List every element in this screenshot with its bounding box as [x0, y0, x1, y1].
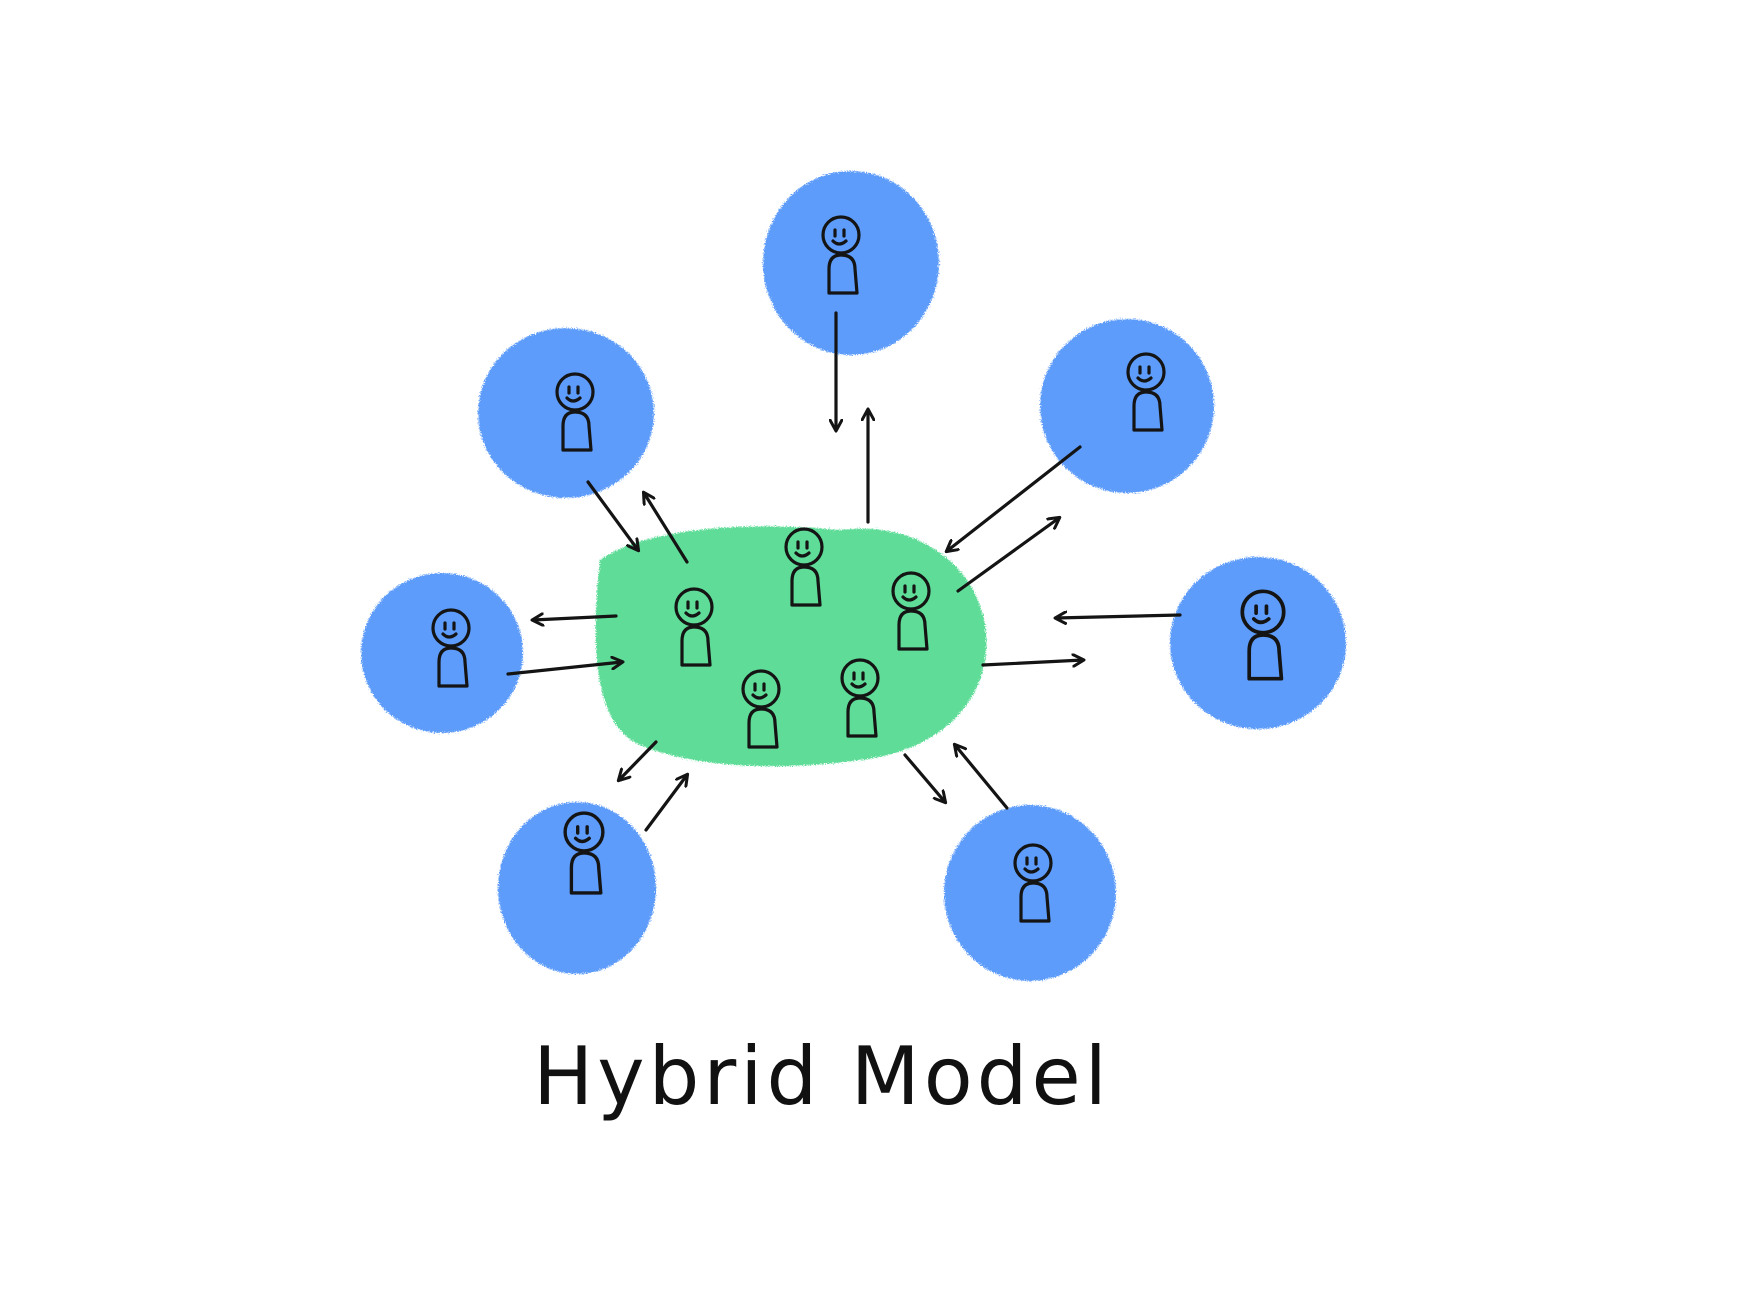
arrow — [533, 616, 618, 620]
arrow — [644, 775, 687, 832]
person-icon — [1240, 589, 1286, 681]
person-icon — [563, 811, 605, 895]
person-icon — [674, 587, 714, 667]
arrow — [586, 480, 638, 550]
remote-team-circle — [498, 802, 656, 974]
remote-team-circle — [1040, 319, 1214, 493]
person-icon — [1126, 352, 1166, 432]
remote-team-circle — [478, 328, 654, 498]
person-icon — [555, 372, 595, 452]
person-icon — [840, 658, 880, 738]
arrow — [506, 662, 622, 676]
person-icon — [891, 571, 931, 651]
remote-team-circle — [763, 171, 939, 355]
arrow — [644, 493, 689, 564]
arrow — [1056, 615, 1182, 618]
remote-team-circle — [1170, 557, 1346, 729]
arrow — [981, 660, 1083, 665]
arrow — [903, 753, 945, 802]
arrow — [619, 740, 658, 780]
person-icon — [431, 608, 471, 688]
person-icon — [1013, 843, 1053, 923]
arrow — [956, 518, 1059, 593]
arrow — [947, 445, 1082, 551]
diagram-title: Hybrid Model — [533, 1030, 1111, 1123]
office-hub — [595, 526, 987, 767]
person-icon — [784, 527, 824, 607]
person-icon — [741, 669, 781, 749]
arrow — [955, 745, 1009, 810]
remote-team-circle — [944, 805, 1116, 981]
person-icon — [821, 215, 861, 295]
